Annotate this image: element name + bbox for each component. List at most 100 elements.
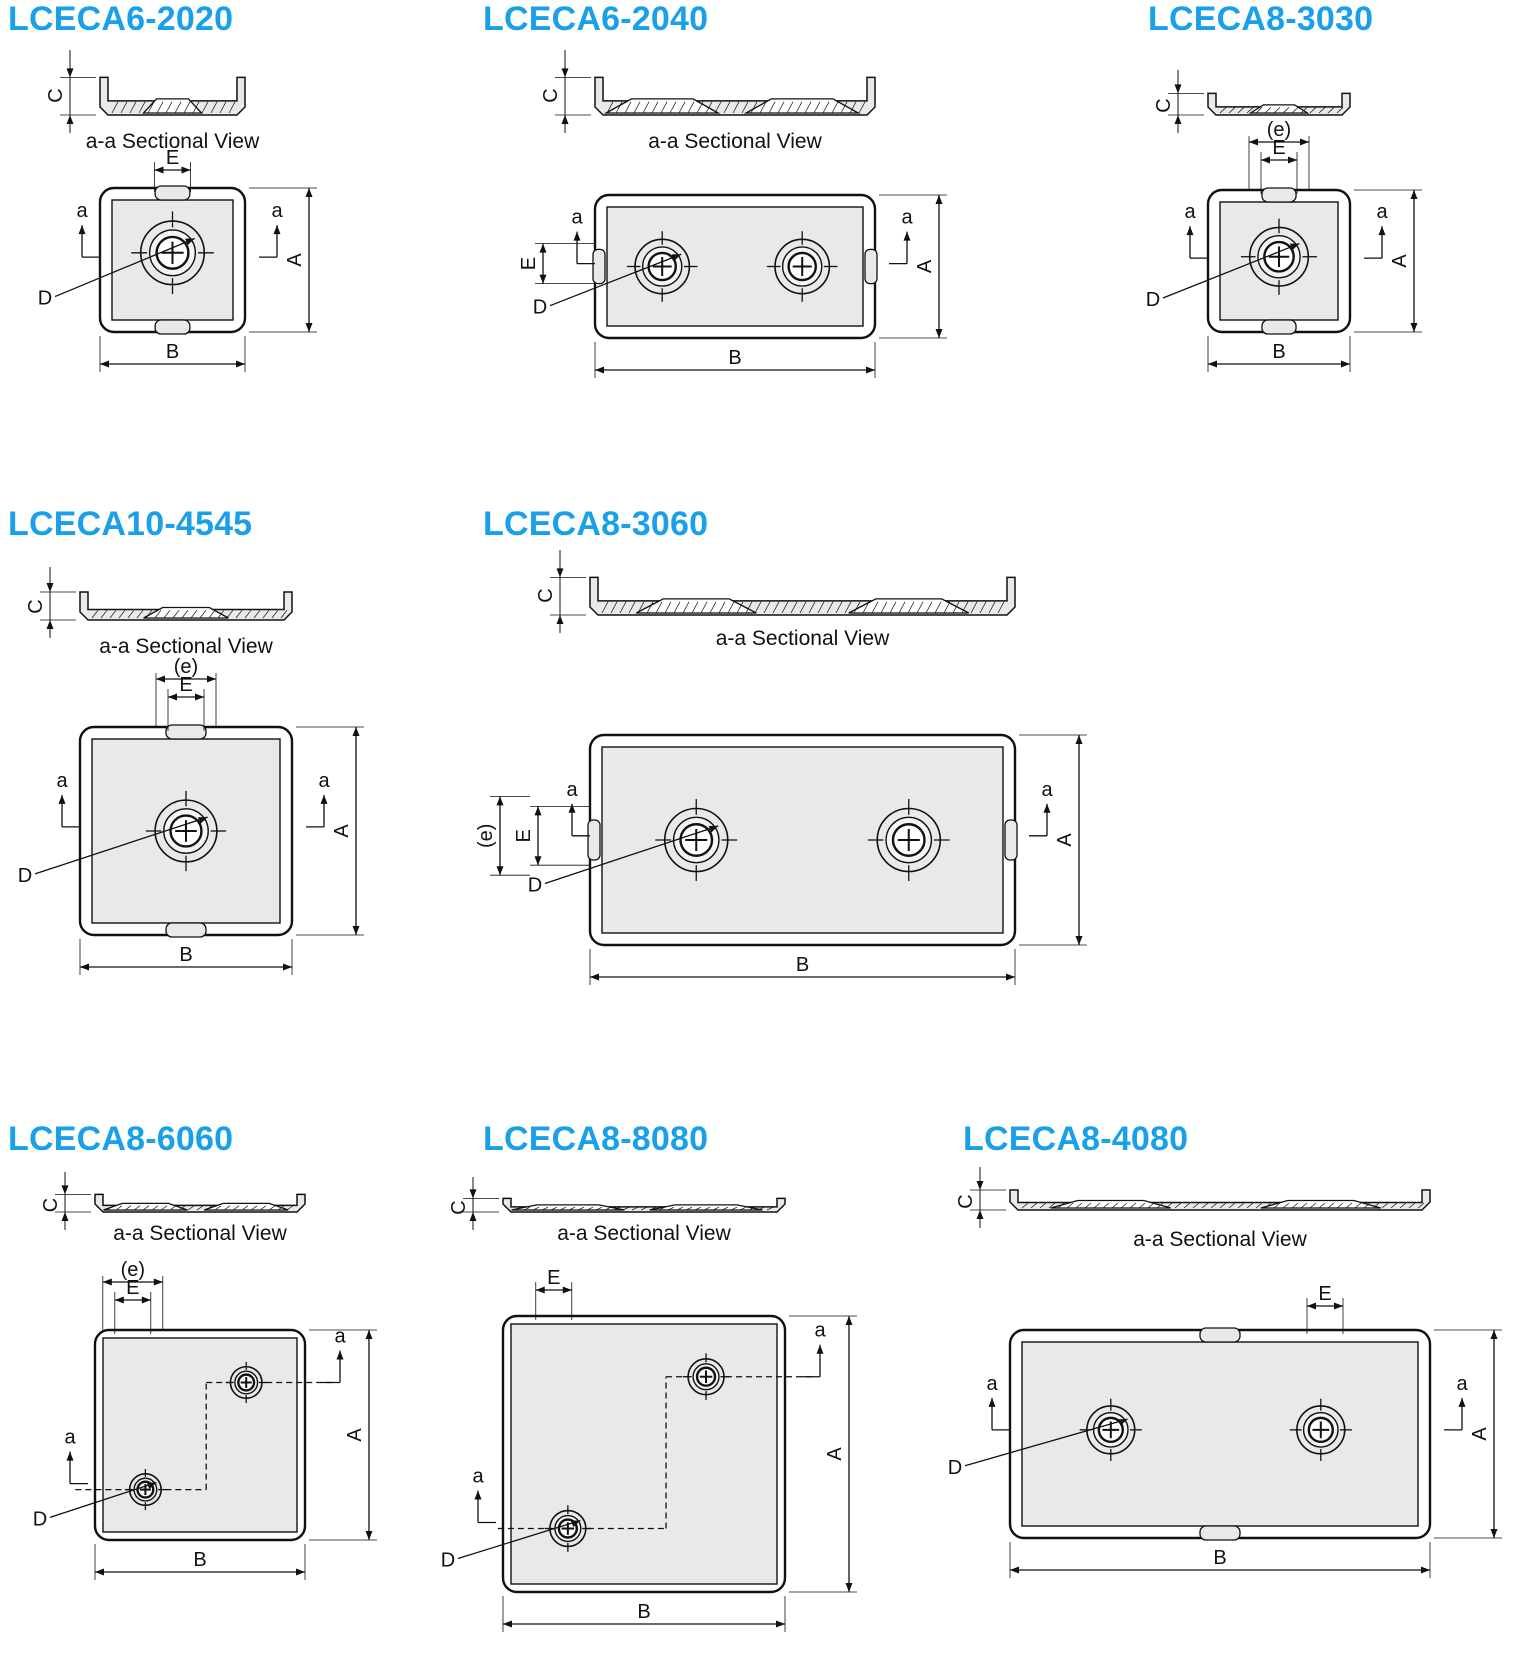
section-hatch — [889, 601, 897, 614]
arrowhead — [1490, 1529, 1498, 1538]
section-hatch — [696, 101, 704, 114]
section-hatch — [754, 601, 762, 614]
arrowhead — [78, 225, 86, 235]
section-hatch — [1174, 1202, 1182, 1209]
section-hatch — [658, 1206, 666, 1211]
section-hatch — [840, 101, 848, 114]
dimension-label-e_ref: (e) — [174, 656, 198, 678]
section-hatch — [124, 1205, 132, 1211]
section-hatch — [943, 601, 951, 614]
section-hatch — [244, 609, 252, 619]
section-hatch — [165, 101, 173, 114]
sectional-view-label: a-a Sectional View — [99, 635, 273, 658]
section-hatch — [208, 609, 216, 619]
arrowhead — [1117, 1419, 1128, 1426]
arrowhead — [168, 693, 177, 701]
dimension-label-d: D — [33, 1508, 47, 1530]
arrowhead — [845, 1583, 853, 1592]
leader-line — [54, 237, 195, 298]
section-hatch — [172, 609, 180, 619]
leader-line — [49, 1481, 157, 1518]
arrowhead — [903, 231, 911, 241]
section-hatch — [631, 1206, 639, 1211]
section-hatch — [232, 1205, 240, 1211]
arrowhead — [496, 796, 504, 806]
section-hatch — [1300, 107, 1308, 114]
section-hatch — [559, 1206, 567, 1211]
section-hatch — [1336, 107, 1344, 114]
section-hatch — [228, 101, 236, 114]
section-hatch — [1327, 1202, 1335, 1209]
section-hatch — [120, 101, 128, 114]
section-hatch — [1399, 1202, 1407, 1209]
section-mark: a — [1041, 779, 1053, 801]
sectional-view-label: a-a Sectional View — [86, 130, 260, 153]
arrowhead — [590, 973, 599, 981]
section-hatch — [568, 1206, 576, 1211]
section-mark: a — [814, 1320, 826, 1342]
arrowhead — [469, 1189, 477, 1199]
arrowhead — [976, 1181, 984, 1190]
arrowhead — [195, 693, 204, 701]
section-hatch — [682, 601, 690, 614]
leader-line — [34, 816, 208, 875]
section-hatch — [138, 101, 146, 114]
dimension-label-e_ref: (e) — [121, 1259, 145, 1281]
section-hatch — [163, 609, 171, 619]
dimension-label-a: A — [344, 1428, 366, 1442]
arrowhead — [156, 675, 165, 683]
dimension-label-c: C — [45, 88, 67, 102]
dimension-label-c: C — [540, 88, 562, 102]
arrowhead — [561, 68, 569, 78]
arrowhead — [562, 1286, 572, 1294]
section-hatch — [550, 1206, 558, 1211]
arrowhead — [336, 1350, 344, 1360]
arrowhead — [568, 803, 576, 813]
section-hatch — [781, 601, 789, 614]
arrowhead — [95, 1568, 104, 1576]
section-hatch — [813, 101, 821, 114]
dimension-label-b: B — [796, 954, 809, 976]
section-hatch — [673, 601, 681, 614]
section-hatch — [925, 601, 933, 614]
arrowhead — [816, 1344, 824, 1354]
dimension-label-e_ref: (e) — [1267, 119, 1291, 141]
section-hatch — [1309, 1202, 1317, 1209]
arrowhead — [1249, 138, 1258, 146]
section-hatch — [286, 1205, 294, 1211]
section-hatch — [934, 601, 942, 614]
part-title: LCECA6-2040 — [483, 0, 709, 38]
section-hatch — [757, 1206, 765, 1211]
arrowhead — [845, 1316, 853, 1325]
arrowhead — [539, 243, 547, 253]
section-hatch — [790, 601, 798, 614]
locator-slot — [165, 724, 207, 740]
section-hatch — [118, 609, 126, 619]
section-hatch — [109, 609, 117, 619]
section-hatch — [133, 1205, 141, 1211]
plan-inner — [102, 1337, 298, 1533]
section-countersink — [743, 98, 861, 114]
arrowhead — [561, 115, 569, 124]
arrowhead — [988, 1397, 996, 1407]
section-hatch — [988, 601, 996, 614]
section-hatch — [615, 101, 623, 114]
arrowhead — [146, 1482, 157, 1490]
section-hatch — [1246, 1202, 1254, 1209]
locator-slot — [1004, 819, 1018, 861]
section-hatch — [705, 101, 713, 114]
section-hatch — [223, 1205, 231, 1211]
arrowhead — [66, 115, 74, 124]
dimension-label-c: C — [535, 588, 557, 602]
arrowhead — [1174, 115, 1182, 124]
arrowhead — [296, 1568, 305, 1576]
arrowhead — [1186, 226, 1194, 236]
arrowhead — [595, 366, 604, 374]
section-hatch — [259, 1205, 267, 1211]
dimension-label-e_ref: (e) — [475, 824, 497, 848]
section-hatch — [277, 1205, 285, 1211]
